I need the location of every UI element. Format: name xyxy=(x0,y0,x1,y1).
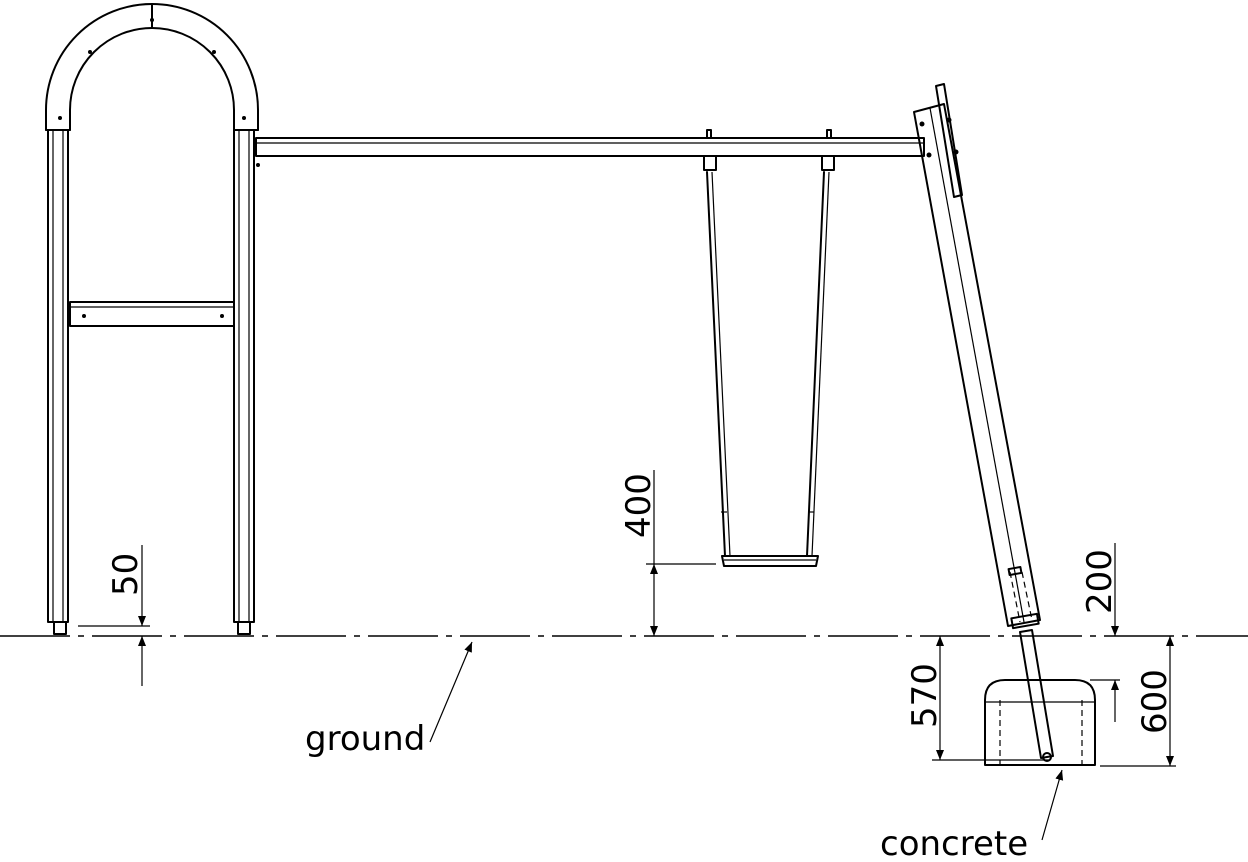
dimension-50-label: 50 xyxy=(106,553,146,596)
ground-callout: ground xyxy=(305,641,473,759)
swing-seat xyxy=(721,555,819,567)
dimension-600: 600 xyxy=(1100,636,1176,767)
dimension-400: 400 xyxy=(619,470,716,636)
hanger-left xyxy=(703,129,717,171)
dimension-200: 200 xyxy=(1080,543,1120,722)
slanted-post xyxy=(913,83,1054,762)
hanger-right xyxy=(821,129,835,171)
right-leg xyxy=(233,129,255,635)
concrete-footing xyxy=(984,679,1096,766)
dimension-600-label: 600 xyxy=(1135,669,1175,734)
chain-left xyxy=(706,171,731,557)
left-leg xyxy=(47,129,69,635)
dimension-570-label: 570 xyxy=(905,663,945,728)
arch-frame xyxy=(45,3,259,635)
dimension-570: 570 xyxy=(905,636,1050,761)
arch-inner xyxy=(69,27,235,131)
dimension-400-label: 400 xyxy=(619,473,659,538)
swing-seat-assembly xyxy=(703,129,835,567)
dimension-200-label: 200 xyxy=(1080,549,1120,614)
chain-right xyxy=(806,171,830,557)
dimension-50: 50 xyxy=(78,545,150,686)
concrete-callout: concrete xyxy=(880,769,1064,862)
concrete-label: concrete xyxy=(880,824,1028,862)
cross-bar xyxy=(69,301,235,327)
top-beam xyxy=(255,137,925,167)
ground-label: ground xyxy=(305,719,425,759)
